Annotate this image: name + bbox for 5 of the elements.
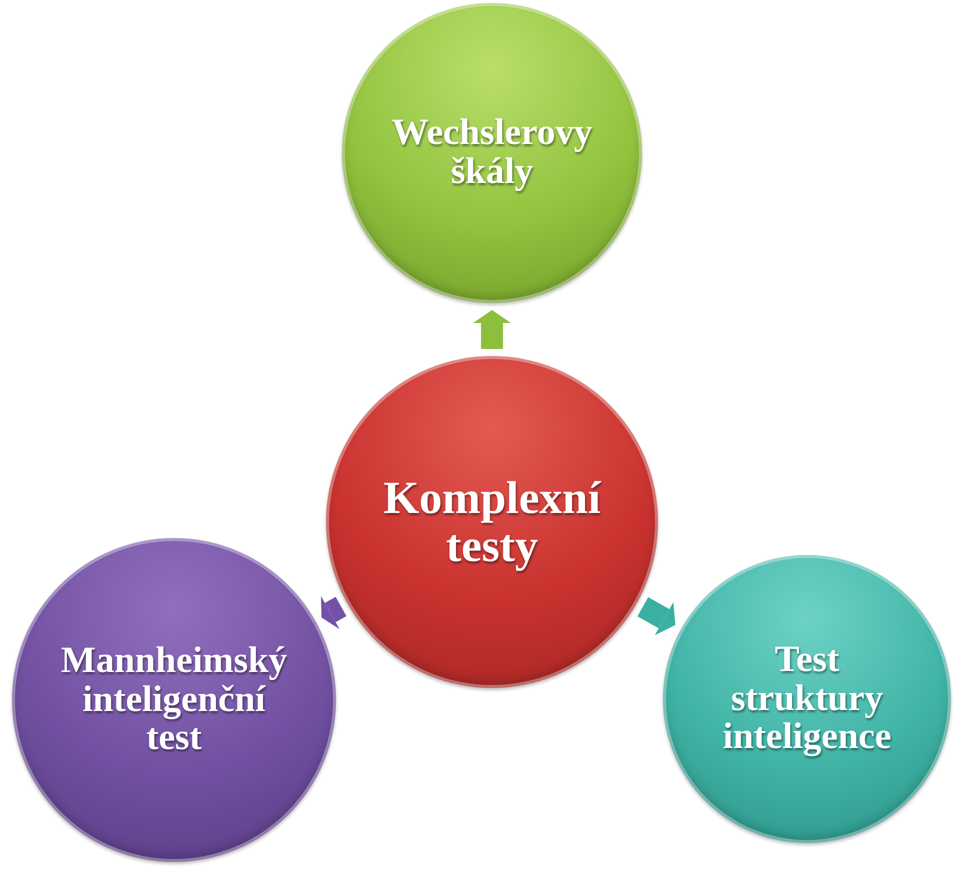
node-label: Komplexní testy	[382, 474, 602, 570]
block-arrow	[473, 310, 511, 349]
node-label: Test struktury inteligence	[722, 640, 892, 758]
node-label: Mannheimský inteligenční test	[60, 642, 288, 758]
node-label: Wechslerovy škály	[390, 114, 594, 192]
